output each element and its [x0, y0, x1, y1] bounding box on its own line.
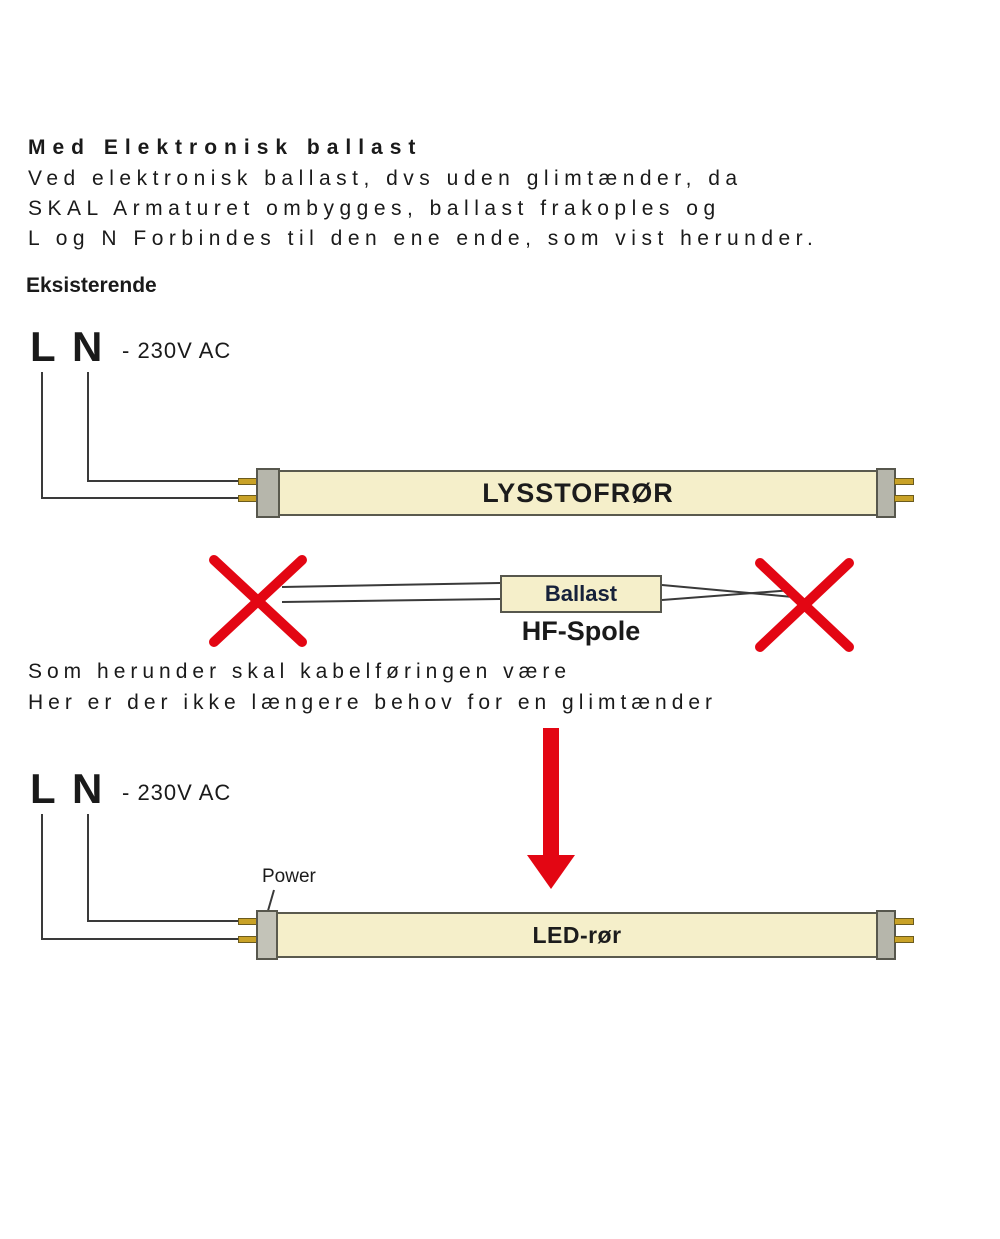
voltage-label-new: - 230V AC: [122, 780, 232, 805]
power-label: Power: [262, 866, 316, 887]
led-tube-label: LED-rør: [532, 921, 622, 948]
tube2-pin-right-bottom: [894, 936, 914, 943]
tube1-pin-right-bottom: [894, 495, 914, 502]
red-cross-right-icon: [755, 558, 854, 652]
fluorescent-tube-label: LYSSTOFRØR: [482, 477, 674, 508]
intro-line-3: L og N Forbindes til den ene ende, som v…: [28, 227, 819, 250]
wire-ballast-left-1: [281, 582, 501, 588]
intro-line-1: Ved elektronisk ballast, dvs uden glimtæ…: [28, 167, 743, 190]
existing-section-heading: Eksisterende: [26, 274, 157, 297]
tube1-pin-left-top: [238, 478, 258, 485]
wire-ballast-right-1: [661, 584, 794, 598]
tube1-pin-right-top: [894, 478, 914, 485]
wire-l-new: [41, 814, 240, 940]
wire-l-existing: [41, 372, 240, 499]
tube2-cap-left: [256, 910, 278, 960]
tube1-pin-left-bottom: [238, 495, 258, 502]
wire-n-new: [87, 814, 240, 922]
wire-ballast-right-2: [661, 589, 794, 601]
intro-heading: Med Elektronisk ballast: [28, 136, 423, 159]
middle-line-2: Her er der ikke længere behov for en gli…: [28, 691, 718, 714]
terminal-n-new: N: [72, 765, 103, 812]
down-arrow-icon: [543, 728, 559, 858]
voltage-label-existing: - 230V AC: [122, 338, 232, 363]
terminal-l-new: L: [30, 765, 56, 812]
hf-spole-label: HF-Spole: [521, 616, 641, 646]
ballast-box: Ballast: [500, 575, 662, 613]
wire-ballast-left-2: [281, 598, 501, 603]
tube2-cap-right: [876, 910, 896, 960]
tube2-pin-left-bottom: [238, 936, 258, 943]
ballast-label: Ballast: [544, 581, 618, 606]
down-arrow-icon: [527, 855, 575, 889]
intro-line-2: SKAL Armaturet ombygges, ballast frakopl…: [28, 197, 721, 220]
tube2-pin-left-top: [238, 918, 258, 925]
fluorescent-tube: LYSSTOFRØR: [278, 470, 878, 516]
tube2-pin-right-top: [894, 918, 914, 925]
red-cross-left-icon: [209, 555, 307, 647]
red-cross-right-icon: [755, 558, 854, 652]
terminal-l-existing: L: [30, 323, 56, 370]
terminal-n-existing: N: [72, 323, 103, 370]
tube1-cap-left: [256, 468, 280, 518]
wire-n-existing: [87, 372, 240, 482]
red-cross-left-icon: [209, 555, 307, 647]
middle-line-1: Som herunder skal kabelføringen være: [28, 660, 572, 683]
led-tube: LED-rør: [276, 912, 878, 958]
tube1-cap-right: [876, 468, 896, 518]
